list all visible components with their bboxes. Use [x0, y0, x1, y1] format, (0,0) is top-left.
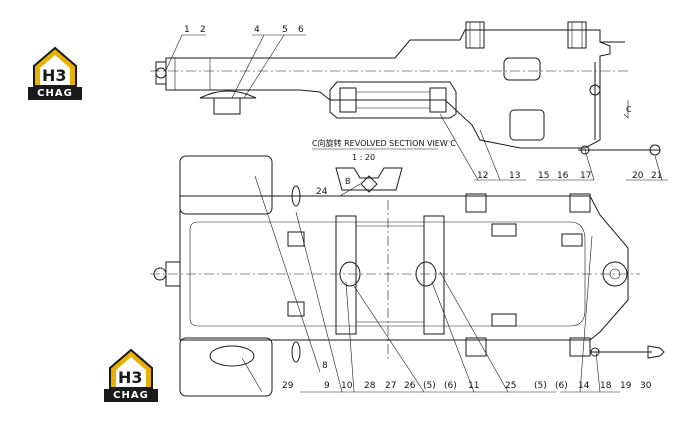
callout-5-ref-a: (5) — [423, 381, 436, 391]
plan-view — [150, 155, 665, 397]
callouts-middle: 12 13 15 16 17 20 21 24 — [316, 171, 662, 197]
callout-1: 1 — [184, 25, 190, 35]
callout-11: 11 — [468, 381, 479, 391]
callout-21: 21 — [651, 171, 662, 181]
callout-28: 28 — [364, 381, 376, 391]
house-icon — [33, 46, 77, 87]
logo-mark: H3 — [118, 368, 143, 387]
callouts-bottom: 8 9 10 28 27 26 (5) (6) 11 25 (5) (6) 14… — [282, 361, 652, 391]
logo-mark: H3 — [42, 66, 67, 85]
callout-26: 26 — [404, 381, 416, 391]
section-view: C向旋转 REVOLVED SECTION VIEW C 1 : 20 B — [312, 138, 456, 193]
callout-5-ref-b: (5) — [534, 381, 547, 391]
callout-17: 17 — [580, 171, 591, 181]
callout-24: 24 — [316, 187, 328, 197]
callout-16: 16 — [557, 171, 569, 181]
callout-29: 29 — [282, 381, 294, 391]
callout-9: 9 — [324, 381, 330, 391]
leader-lines — [165, 34, 668, 393]
section-view-letter: B — [345, 177, 351, 186]
section-view-scale: 1 : 20 — [352, 153, 375, 162]
callout-19: 19 — [620, 381, 632, 391]
callout-4: 4 — [254, 25, 260, 35]
side-view-letter: C — [626, 105, 632, 114]
h3-chag-logo-bottom: H3 CHAG — [100, 346, 162, 402]
callout-5: 5 — [282, 25, 288, 35]
callout-6-ref-b: (6) — [555, 381, 568, 391]
callout-25: 25 — [505, 381, 516, 391]
section-view-title: C向旋转 REVOLVED SECTION VIEW C — [312, 138, 456, 148]
callout-6: 6 — [298, 25, 304, 35]
callout-10: 10 — [341, 381, 353, 391]
callout-8: 8 — [322, 361, 328, 371]
callout-30: 30 — [640, 381, 652, 391]
callout-6-ref-a: (6) — [444, 381, 457, 391]
callout-13: 13 — [509, 171, 520, 181]
callout-15: 15 — [538, 171, 549, 181]
callout-20: 20 — [632, 171, 644, 181]
house-icon — [109, 348, 153, 389]
callouts-top: 1 2 4 5 6 — [184, 25, 304, 35]
side-view: C — [150, 21, 661, 156]
callout-12: 12 — [477, 171, 488, 181]
callout-14: 14 — [578, 381, 590, 391]
callout-27: 27 — [385, 381, 396, 391]
callout-2: 2 — [200, 25, 206, 35]
h3-chag-logo-top: H3 CHAG — [24, 44, 86, 100]
logo-word: CHAG — [28, 87, 82, 100]
callout-18: 18 — [600, 381, 612, 391]
logo-word: CHAG — [104, 389, 158, 402]
